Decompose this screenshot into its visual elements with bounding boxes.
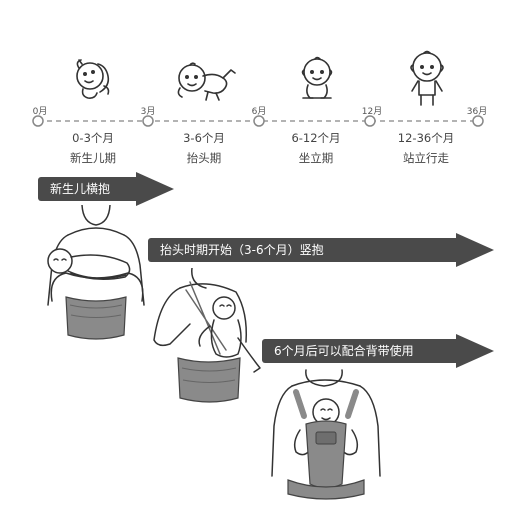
age-timeline [32, 115, 484, 127]
stage-range-walking: 12-36个月 [397, 131, 455, 145]
sitting-baby-icon [301, 56, 333, 99]
arrow-carrier-after-6-months: 6个月后可以配合背带使用 [262, 334, 494, 368]
newborn-horizontal-hold-illustration [47, 205, 145, 340]
tick-label-12: 12月 [361, 107, 383, 117]
arrow-label-carrier: 6个月后可以配合背带使用 [274, 344, 414, 358]
stage-name-newborn: 新生儿期 [70, 151, 116, 165]
tick-label-3: 3月 [140, 107, 156, 117]
arrow-head-up-vertical-hold: 抬头时期开始（3-6个月）竖抱 [148, 233, 494, 267]
tick-label-0: 0月 [32, 107, 48, 117]
timeline-dot-3 [142, 115, 154, 127]
newborn-baby-icon [76, 59, 110, 99]
stage-name-walking: 站立行走 [403, 151, 449, 165]
tick-label-36: 36月 [466, 107, 488, 117]
crawling-baby-icon [177, 62, 236, 101]
baby-carrier-illustration [271, 369, 381, 500]
timeline-dot-12 [364, 115, 376, 127]
stage-range-newborn: 0-3个月 [72, 131, 114, 145]
timeline-dot-6 [253, 115, 265, 127]
stage-range-head-up: 3-6个月 [183, 131, 225, 145]
timeline-dot-0 [32, 115, 44, 127]
stage-name-head-up: 抬头期 [186, 151, 222, 165]
stage-range-sitting: 6-12个月 [291, 131, 341, 145]
arrow-newborn-horizontal-hold: 新生儿横抱 [38, 172, 174, 206]
arrow-label-newborn: 新生儿横抱 [50, 182, 111, 196]
vertical-hold-illustration [153, 268, 261, 403]
stage-name-sitting: 坐立期 [298, 151, 334, 165]
arrow-label-head-up: 抬头时期开始（3-6个月）竖抱 [160, 243, 324, 257]
standing-baby-icon [410, 50, 444, 106]
timeline-dot-36 [472, 115, 484, 127]
tick-label-6: 6月 [251, 107, 267, 117]
